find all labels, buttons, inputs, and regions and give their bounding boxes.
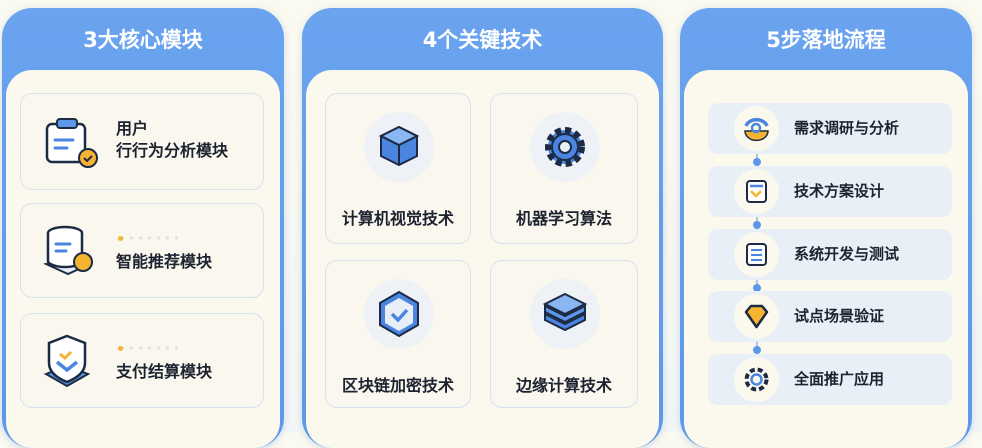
module-label: 支付结算模块	[116, 362, 213, 381]
module-label: 智能推荐模块	[116, 252, 213, 271]
refresh-icon	[744, 117, 769, 142]
step-row-3[interactable]: 系统开发与测试	[708, 229, 952, 280]
tech-label: 区块链加密技术	[341, 376, 454, 395]
clipboard-check-icon	[45, 118, 98, 168]
step-row-5[interactable]: 全面推广应用	[708, 354, 952, 405]
gear-icon	[530, 112, 600, 182]
gear-icon	[744, 367, 769, 392]
database-icon	[43, 225, 93, 276]
checklist-icon	[746, 180, 767, 203]
module-card-user-behavior[interactable]: 用户行行为分析模块	[20, 93, 264, 190]
step-label: 全面推广应用	[794, 370, 885, 388]
panel-title: 5步落地流程	[766, 28, 886, 52]
step-label: 试点场景验证	[794, 307, 885, 325]
panel-title: 4个关键技术	[422, 28, 543, 52]
step-label: 系统开发与测试	[794, 245, 900, 263]
step-connector	[753, 217, 761, 229]
core-modules-panel: 3大核心模块 用户行行为分析模块 智能推荐模块 支付结算模块	[2, 8, 284, 448]
layers-icon	[530, 279, 600, 349]
step-connector	[753, 342, 761, 354]
step-row-2[interactable]: 技术方案设计	[708, 166, 952, 217]
step-connector	[753, 154, 761, 166]
step-row-1[interactable]: 需求调研与分析	[708, 103, 952, 154]
tech-label: 机器学习算法	[515, 209, 612, 228]
panel-body: 用户行行为分析模块 智能推荐模块 支付结算模块	[6, 70, 280, 448]
tech-card-machine-learning[interactable]: 机器学习算法	[490, 93, 638, 244]
tech-label: 计算机视觉技术	[341, 209, 454, 228]
module-label-line2: 行行为分析模块	[116, 141, 229, 160]
key-technologies-panel: 4个关键技术 计算机视觉技术 机器学习算法 区块链加密技术 边缘计算技术	[302, 8, 663, 448]
decorative-dots	[118, 236, 178, 241]
tech-card-computer-vision[interactable]: 计算机视觉技术	[325, 93, 471, 244]
tech-card-blockchain[interactable]: 区块链加密技术	[325, 260, 471, 408]
step-connector	[753, 280, 761, 292]
panel-title: 3大核心模块	[83, 28, 203, 52]
tech-card-edge-computing[interactable]: 边缘计算技术	[490, 260, 638, 408]
module-card-recommendation[interactable]: 智能推荐模块	[20, 203, 264, 298]
shield-check-icon	[43, 334, 91, 388]
step-label: 技术方案设计	[794, 182, 885, 200]
tech-label: 边缘计算技术	[515, 376, 612, 395]
module-card-payment[interactable]: 支付结算模块	[20, 313, 264, 408]
cube-icon	[364, 112, 434, 182]
implementation-steps-panel: 5步落地流程 需求调研与分析 技术方案设计 系统开发与测试 试点场景验证 全面推…	[680, 8, 972, 448]
diamond-icon	[744, 304, 769, 329]
hexagon-check-icon	[364, 279, 434, 349]
panel-body: 需求调研与分析 技术方案设计 系统开发与测试 试点场景验证 全面推广应用	[684, 70, 968, 448]
step-row-4[interactable]: 试点场景验证	[708, 291, 952, 342]
step-label: 需求调研与分析	[794, 119, 900, 137]
panel-body: 计算机视觉技术 机器学习算法 区块链加密技术 边缘计算技术	[306, 70, 659, 448]
module-label-line1: 用户	[116, 119, 149, 138]
decorative-dots	[118, 346, 178, 351]
document-icon	[746, 243, 767, 266]
